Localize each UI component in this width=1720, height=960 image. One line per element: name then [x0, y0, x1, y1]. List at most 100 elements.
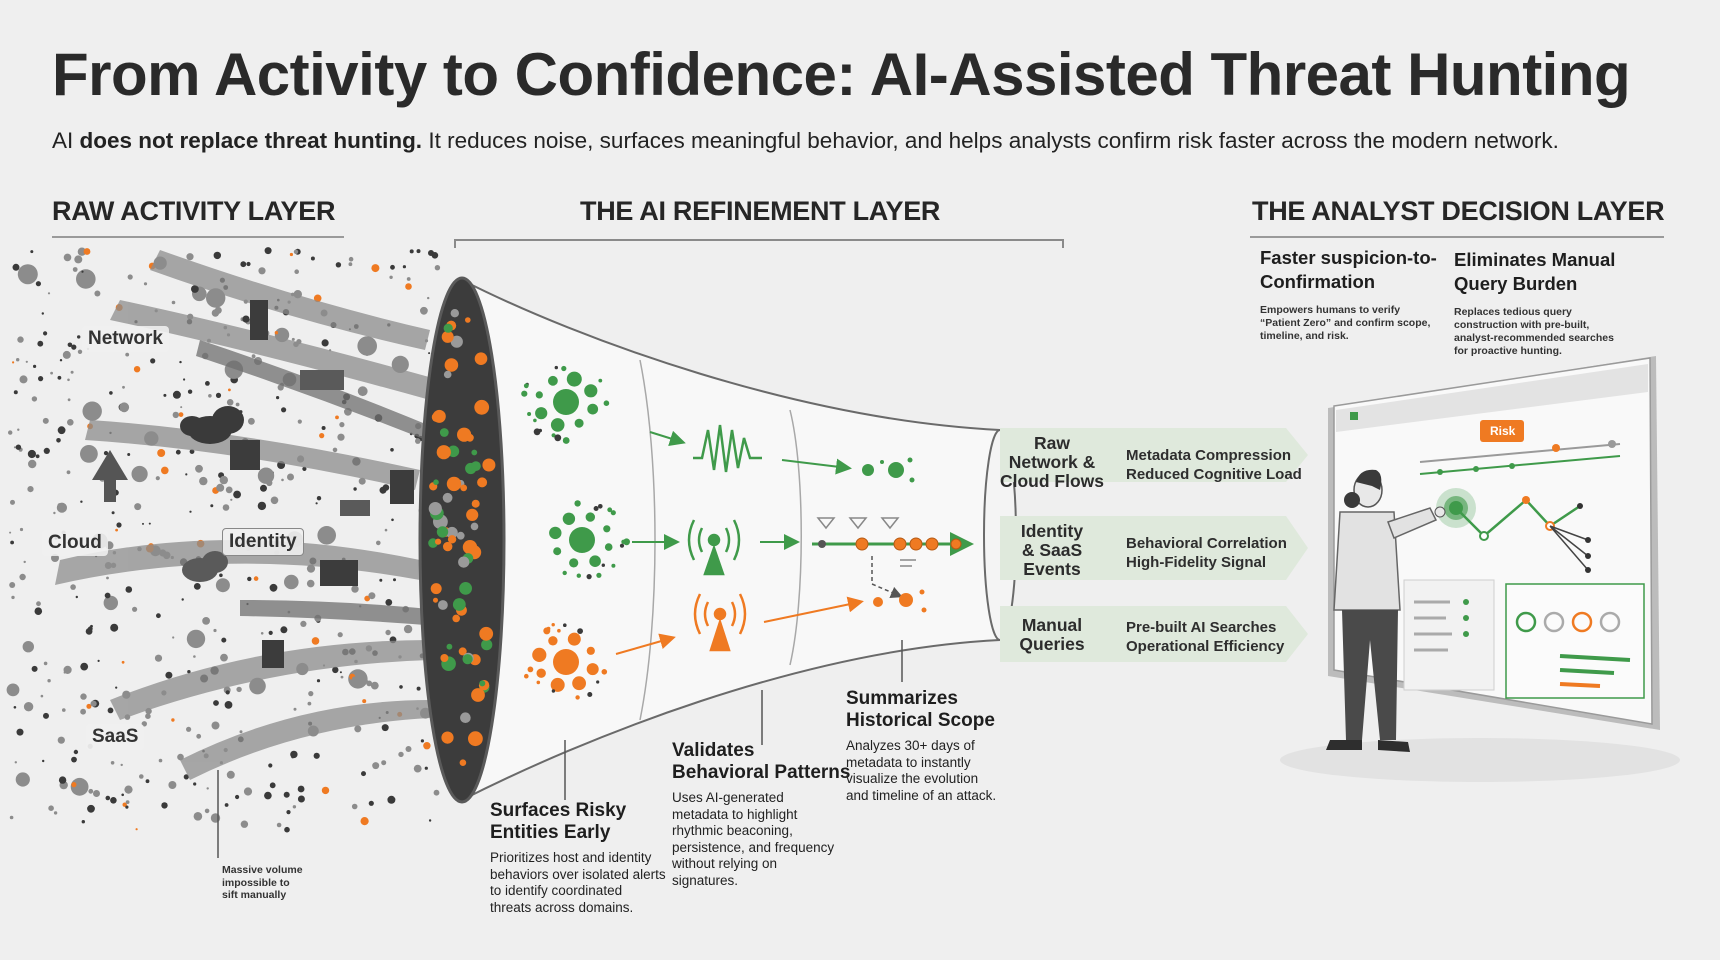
noise-dot	[70, 370, 74, 374]
noise-dot	[145, 713, 151, 719]
benefit-desc-line: timeline, and risk.	[1260, 330, 1349, 342]
funnel-dot	[447, 535, 457, 544]
benefit-eliminates-query-burden: Eliminates Manual Query Burden Replaces …	[1454, 248, 1654, 358]
funnel-dot	[435, 538, 442, 545]
funnel-dot	[436, 445, 451, 460]
noise-dot	[148, 522, 151, 525]
noise-dot	[171, 718, 175, 722]
noise-dot	[62, 350, 71, 359]
noise-dot	[242, 315, 250, 323]
noise-dot	[193, 655, 196, 658]
noise-dot	[406, 277, 411, 281]
noise-dot	[276, 396, 280, 400]
analyst-person	[1326, 469, 1446, 752]
refinement-bracket	[454, 239, 1064, 248]
noise-dot	[210, 504, 214, 508]
raw-layer-rule	[52, 236, 344, 238]
stage-title-line: Summarizes	[846, 688, 958, 709]
flow-source-line: & SaaS	[1021, 540, 1083, 560]
noise-dot	[297, 419, 302, 424]
noise-dot	[62, 708, 66, 712]
noise-dot	[316, 679, 321, 683]
noise-dot	[402, 265, 406, 269]
noise-dot	[189, 449, 195, 454]
cloud-icon-2	[182, 551, 228, 582]
noise-dot	[371, 264, 380, 273]
noise-dot	[72, 267, 78, 272]
funnel-dot	[444, 358, 459, 372]
funnel-dot	[471, 461, 481, 471]
benefit-desc-line: “Patient Zero” and confirm scope,	[1260, 317, 1431, 329]
cluster-node	[554, 434, 562, 442]
cluster-node	[586, 646, 595, 655]
cluster-node	[533, 418, 537, 423]
orange-small-cluster	[873, 589, 927, 613]
cloud-icon	[180, 406, 244, 444]
benefit-desc-line: construction with pre-built,	[1454, 319, 1590, 331]
stage-title-line: Behavioral Patterns	[672, 762, 851, 783]
flow-outcome-compression: Metadata Compression Reduced Cognitive L…	[1126, 446, 1302, 484]
noise-dot	[205, 381, 210, 386]
noise-dot	[280, 626, 288, 634]
noise-dot	[80, 693, 87, 700]
cluster-node	[603, 525, 611, 533]
noise-dot	[348, 262, 353, 267]
funnel-dot	[456, 531, 465, 540]
noise-dot	[125, 805, 129, 809]
noise-dot	[33, 364, 37, 368]
source-label-saas: SaaS	[86, 724, 145, 750]
noise-dot	[11, 595, 15, 600]
funnel-dot	[441, 731, 454, 744]
noise-dot	[264, 247, 272, 255]
stage-desc-line: to identify coordinated	[490, 883, 623, 898]
noise-dot	[13, 390, 18, 395]
noise-dot	[385, 629, 391, 636]
subtitle-lead: AI	[52, 128, 74, 153]
noise-dot	[178, 412, 184, 417]
noise-dot	[332, 666, 339, 674]
cluster-node	[596, 572, 602, 578]
noise-dot	[246, 261, 251, 267]
stage-desc-line: rhythmic beaconing,	[672, 823, 793, 838]
funnel-dot	[443, 370, 452, 379]
noise-dot	[30, 250, 34, 254]
noise-dot	[43, 661, 48, 666]
noise-dot	[103, 451, 109, 456]
noise-dot	[211, 309, 220, 317]
cluster-node	[562, 437, 570, 444]
funnel-dot	[442, 492, 453, 503]
noise-dot	[235, 794, 240, 800]
cluster-node	[596, 680, 600, 684]
antenna-icon-green	[687, 519, 741, 576]
cluster-node	[576, 573, 581, 578]
noise-dot	[155, 476, 160, 481]
noise-dot	[51, 554, 59, 562]
cluster-node	[550, 418, 565, 432]
funnel-dot	[440, 654, 449, 662]
flow-source-line: Network &	[1008, 452, 1096, 472]
noise-dot	[87, 626, 93, 632]
noise-dot	[93, 790, 100, 797]
noise-dot	[387, 795, 396, 804]
noise-dot	[125, 586, 133, 593]
raw-note-line: sift manually	[222, 889, 287, 901]
noise-dot	[12, 263, 20, 271]
cluster-node	[604, 543, 613, 551]
noise-dot	[17, 336, 24, 343]
noise-dot	[43, 712, 49, 719]
noise-dot	[16, 358, 20, 362]
subtitle-rest: It reduces noise, surfaces meaningful be…	[428, 128, 1559, 153]
noise-dot	[225, 690, 230, 695]
noise-dot	[302, 466, 307, 471]
noise-dot	[81, 270, 84, 273]
benefit-faster-confirmation: Faster suspicion-to- Confirmation Empowe…	[1260, 246, 1456, 343]
noise-dot	[8, 430, 13, 435]
page-subtitle: AI does not replace threat hunting. It r…	[52, 128, 1559, 154]
cluster-node	[535, 407, 548, 420]
noise-dot	[233, 490, 242, 499]
funnel-dot	[450, 309, 459, 318]
noise-dot	[206, 787, 209, 790]
noise-dot	[354, 725, 362, 733]
noise-dot	[127, 453, 131, 456]
cluster-node	[589, 555, 601, 567]
